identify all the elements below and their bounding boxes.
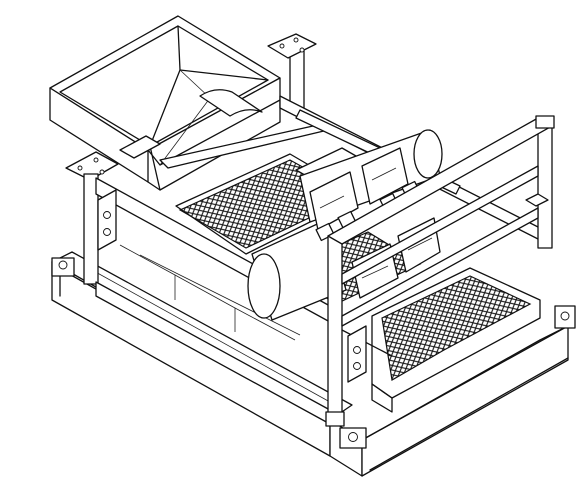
side-panels (91, 244, 331, 403)
lower-screen-deck (371, 267, 541, 413)
mounting-brackets (97, 189, 367, 383)
front-post-left (327, 235, 343, 423)
rear-posts (65, 33, 317, 285)
left-post-plate (65, 151, 119, 181)
hopper (49, 15, 281, 191)
motor-end-left (247, 253, 281, 319)
lower-screen-mesh (381, 275, 532, 381)
rear-post-plate (267, 33, 317, 59)
front-post-right (537, 117, 553, 249)
motor-end-right (413, 129, 443, 179)
front-post-foot (325, 411, 345, 427)
motor-box-2 (361, 147, 409, 205)
hopper-chute (199, 89, 263, 117)
front-frame (325, 115, 555, 427)
